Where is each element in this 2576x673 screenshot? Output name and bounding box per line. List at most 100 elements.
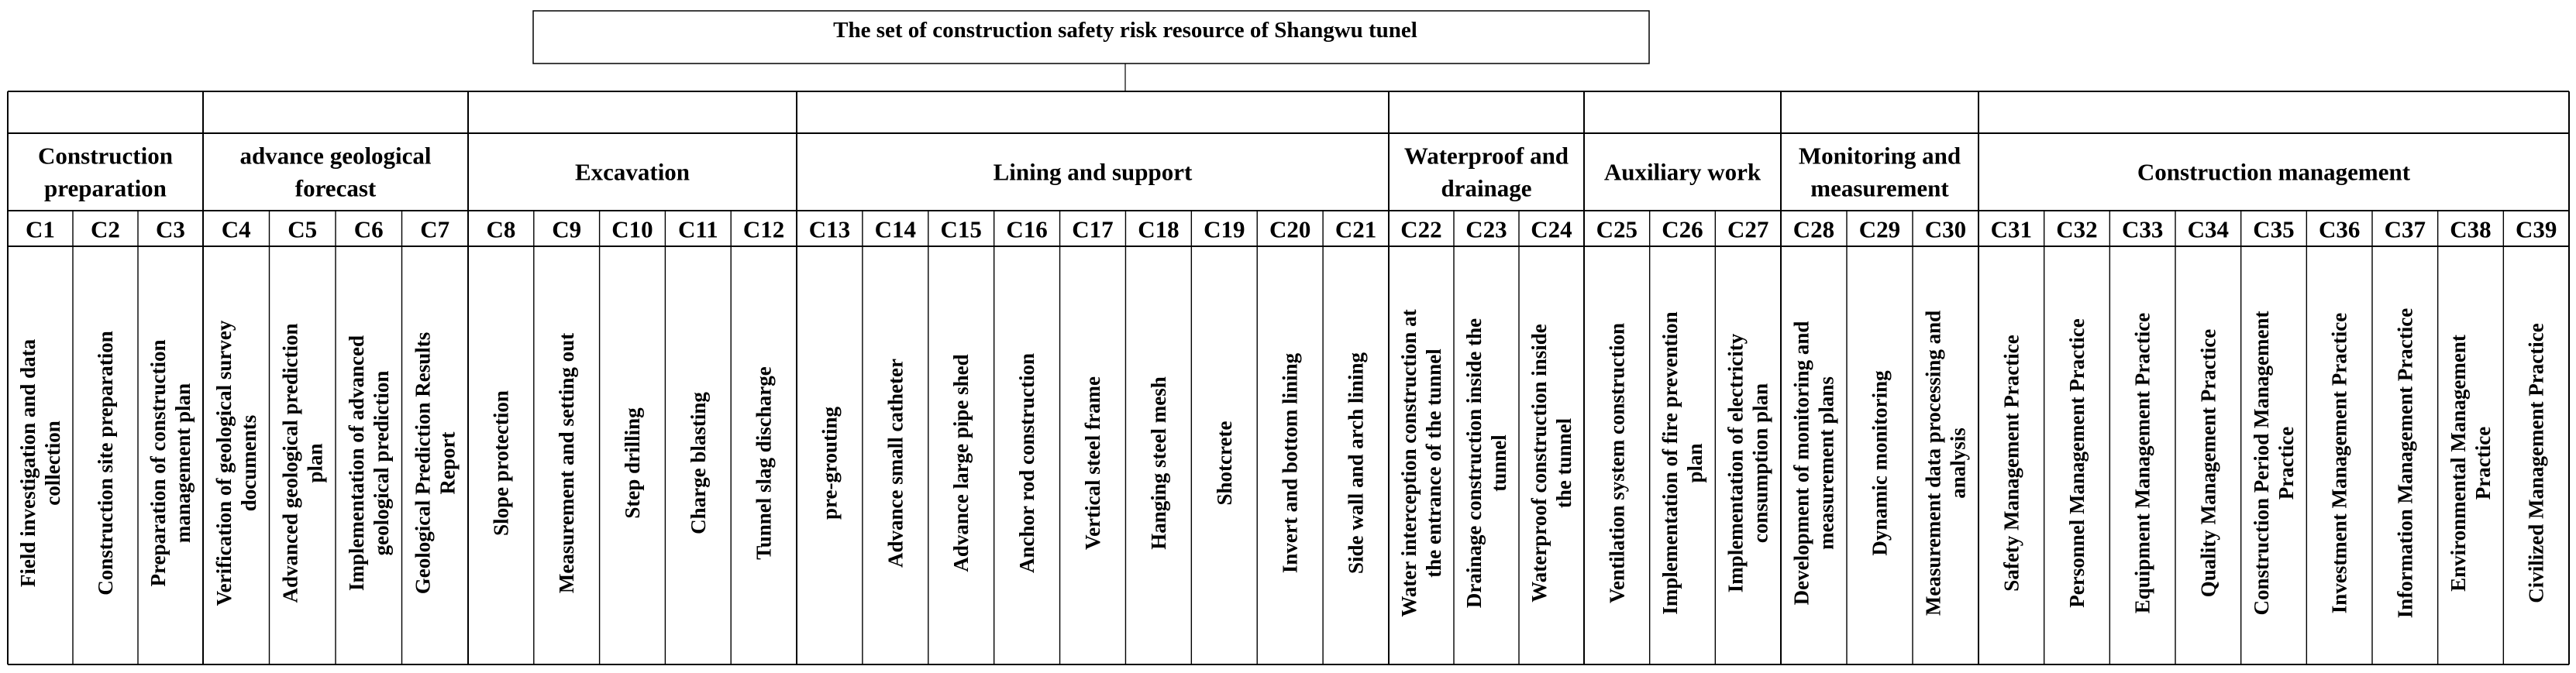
item-label: pre-grouting [818,406,841,520]
item-label: Equipment Management Practice [2131,313,2154,613]
item-label: Information Management Practice [2393,308,2416,618]
item-code-c36: C36 [2319,216,2360,243]
item-label: the tunnel [1552,417,1576,508]
item-code-c9: C9 [552,216,581,243]
category-name: Construction management [2137,159,2411,186]
item-label: Civilized Management Practice [2525,323,2548,603]
item-label: Field investigation and data [16,338,40,587]
item-code-c37: C37 [2385,216,2426,243]
item-label: management plan [171,383,195,543]
item-label: Measurement data processing and [1922,311,1945,616]
item-label: Practice [2471,427,2495,500]
diagram-text: The set of construction safety risk reso… [16,18,2557,618]
diagram-title: The set of construction safety risk reso… [833,18,1417,43]
item-label: Hanging steel mesh [1147,376,1170,550]
item-label: Safety Management Practice [1999,335,2023,591]
item-code-c27: C27 [1727,216,1768,243]
category-name: advance geological [239,142,431,170]
category-name: Waterproof and [1404,142,1569,170]
item-code-c17: C17 [1072,216,1113,243]
item-label: the entrance of the tunnel [1422,349,1445,578]
item-code-c34: C34 [2188,216,2229,243]
category-name: forecast [295,175,377,202]
item-code-c5: C5 [288,216,317,243]
item-code-c2: C2 [91,216,120,243]
item-code-c29: C29 [1859,216,1900,243]
category-name: measurement [1810,175,1949,202]
item-code-c15: C15 [941,216,982,243]
item-code-c4: C4 [222,216,251,243]
category-name: Monitoring and [1799,142,1961,170]
item-code-c32: C32 [2056,216,2097,243]
item-code-c3: C3 [156,216,185,243]
item-label: Vertical steel frame [1081,376,1104,550]
item-label: Slope protection [489,390,512,536]
item-label: plan [1683,443,1706,482]
item-code-c18: C18 [1138,216,1179,243]
item-label: Practice [2275,427,2298,500]
category-name: Construction [38,142,173,170]
item-code-c19: C19 [1204,216,1245,243]
item-label: analysis [1947,427,1970,499]
item-code-c13: C13 [809,216,850,243]
item-label: Side wall and arch lining [1345,352,1368,574]
item-code-c1: C1 [26,216,55,243]
title-box [532,10,1650,64]
item-code-c31: C31 [1991,216,2032,243]
category-name: drainage [1441,175,1531,202]
category-name: Lining and support [994,159,1193,186]
item-label: Drainage construction inside the [1462,318,1486,608]
item-code-c26: C26 [1662,216,1703,243]
item-label: Advanced geological prediction [278,324,301,603]
item-label: Construction Period Management [2250,311,2273,616]
item-code-c28: C28 [1793,216,1834,243]
item-code-c14: C14 [875,216,916,243]
item-label: Water interception construction at [1397,309,1421,616]
item-code-c22: C22 [1400,216,1441,243]
item-code-c20: C20 [1269,216,1310,243]
item-label: Implementation of electricity [1724,333,1748,592]
item-label: Anchor rod construction [1015,353,1038,573]
item-label: Step drilling [621,407,644,519]
item-label: Investment Management Practice [2328,313,2351,613]
item-label: geological prediction [370,371,393,556]
item-code-c23: C23 [1465,216,1507,243]
item-label: Quality Management Practice [2196,329,2220,597]
item-label: Report [436,432,459,495]
item-label: Implementation of advanced [345,335,368,591]
item-label: plan [303,443,326,482]
item-label: measurement plans [1815,376,1838,550]
item-label: Development of monitoring and [1790,321,1813,606]
item-label: consumption plan [1749,383,1772,543]
item-label: tunnel [1487,434,1510,492]
item-label: Measurement and setting out [555,333,578,593]
item-label: Construction site preparation [94,331,117,596]
item-label: Waterproof construction inside [1527,324,1551,603]
item-code-c30: C30 [1925,216,1966,243]
category-name: Excavation [575,159,690,186]
item-code-c10: C10 [611,216,653,243]
item-label: Implementation of fire prevention [1658,311,1682,614]
diagram-lines [7,10,2570,665]
item-label: Verification of geological survey [212,320,236,606]
item-label: Invert and bottom lining [1279,352,1302,573]
item-label: Advance large pipe shed [949,354,973,572]
item-label: Environmental Management [2447,335,2470,592]
item-label: Charge blasting [687,392,710,534]
item-label: collection [41,421,64,505]
category-name: preparation [44,175,167,202]
item-code-c21: C21 [1335,216,1376,243]
item-label: Personnel Management Practice [2065,318,2089,607]
item-code-c24: C24 [1531,216,1572,243]
item-code-c16: C16 [1006,216,1047,243]
item-code-c35: C35 [2253,216,2294,243]
category-name: Auxiliary work [1604,159,1762,186]
item-label: Preparation of construction [146,340,170,587]
item-label: Geological Prediction Results [411,332,434,594]
item-label: Shotcrete [1213,421,1236,506]
item-label: Dynamic monitoring [1868,370,1892,556]
item-code-c25: C25 [1596,216,1638,243]
item-code-c7: C7 [420,216,449,243]
item-label: Advance small catheter [883,359,907,568]
